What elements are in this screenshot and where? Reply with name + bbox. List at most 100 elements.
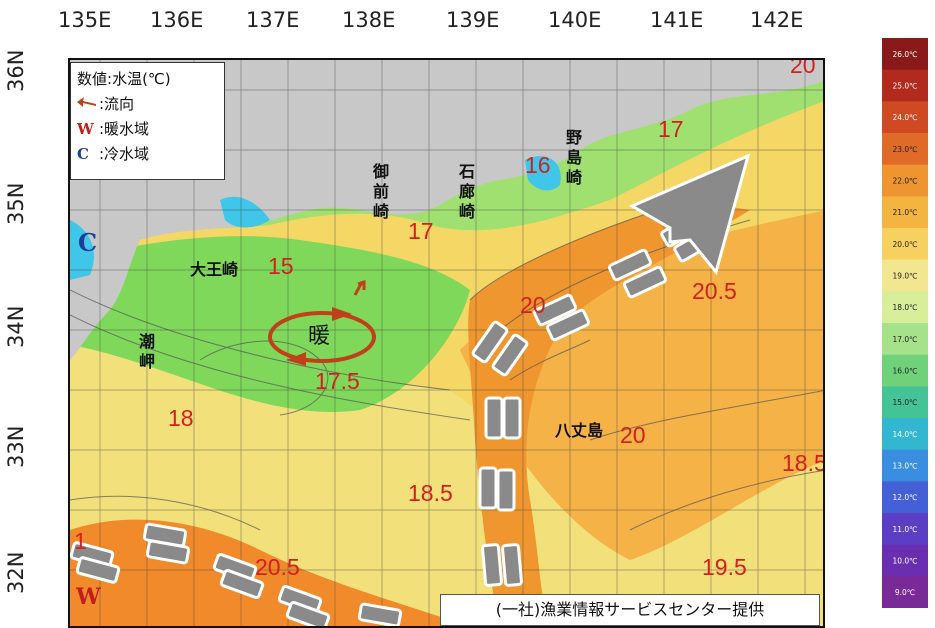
lat-label-32n: 32N (4, 551, 28, 594)
temp-label: 1 (74, 528, 87, 554)
colorbar-label: 22.0℃ (892, 177, 917, 186)
colorbar-label: 15.0℃ (892, 398, 917, 407)
colorbar-label: 11.0℃ (892, 525, 917, 534)
temp-label: 19.5 (702, 554, 747, 580)
temp-label: 15 (268, 253, 294, 279)
legend-symbol-w: W (77, 120, 94, 138)
colorbar-label: 23.0℃ (892, 145, 917, 154)
colorbar-swatch (882, 69, 928, 102)
small-flow-arrow (353, 279, 366, 296)
cold-water-west (70, 220, 94, 280)
colorbar-swatch (882, 323, 928, 356)
lat-label-35n: 35N (4, 182, 28, 225)
colorbar-swatch (882, 228, 928, 261)
land-honshu (70, 60, 823, 360)
colorbar-swatch (882, 418, 928, 451)
colorbar-swatch (882, 449, 928, 482)
temp-label: 20 (520, 292, 546, 318)
temp-label: 20 (790, 58, 816, 78)
lon-label-140e: 140E (548, 8, 602, 32)
colorbar-swatch (882, 291, 928, 324)
temp-label: 20 (620, 422, 646, 448)
colorbar-swatch (882, 164, 928, 197)
place-label-daiosaki: 大王崎 (190, 260, 239, 279)
temp-label: 17 (658, 116, 684, 142)
colorbar-swatch (882, 354, 928, 387)
place-label-hachijojima: 八丈島 (555, 421, 604, 440)
tokyo-bay (525, 156, 561, 191)
colorbar-label: 16.0℃ (892, 367, 917, 376)
temperature-colorbar: 26.0℃ 25.0℃ 24.0℃ 23.0℃ 22.0℃ 21.0℃ 20.0℃ 19.0℃… (882, 38, 928, 608)
legend-text: :暖水域 (99, 120, 150, 138)
colorbar-swatch (882, 481, 928, 514)
temp-label: 18.5 (408, 480, 453, 506)
place-label-shiomisaki: 潮岬 (138, 332, 155, 371)
colorbar-swatch (882, 38, 928, 71)
lon-label-136e: 136E (150, 8, 204, 32)
kuroshio-current-north (468, 200, 750, 626)
temp-label: 18.5 (782, 450, 825, 476)
temp-label: 20.5 (692, 278, 737, 304)
lon-label-135e: 135E (58, 8, 112, 32)
cool-water-bay (70, 236, 470, 412)
colorbar-swatch (882, 544, 928, 577)
place-label-omaezaki: 御前崎 (372, 162, 389, 221)
colorbar-label: 13.0℃ (892, 462, 917, 471)
current-arrow-head (628, 153, 751, 276)
lat-label-33n: 33N (4, 425, 28, 468)
lon-label-141e: 141E (650, 8, 704, 32)
eddy-arrow-bottom (286, 352, 306, 366)
colorbar-swatch (882, 259, 928, 292)
eddy-arrow-top (332, 307, 352, 321)
warm-water-marker: W (76, 584, 101, 610)
credit-box: (一社)漁業情報サービスセンター提供 (440, 594, 820, 626)
colorbar-label: 24.0℃ (892, 113, 917, 122)
colorbar-label: 20.0℃ (892, 240, 917, 249)
colorbar-label: 12.0℃ (892, 493, 917, 502)
colorbar-swatch (882, 101, 928, 134)
legend-text: :水温(℃) (107, 70, 171, 88)
legend-symbol-value: 数値 (77, 70, 108, 88)
colorbar-label: 9.0℃ (895, 588, 915, 597)
colorbar-label: 17.0℃ (892, 335, 917, 344)
legend-symbol-c: C (77, 145, 89, 163)
colorbar-label: 10.0℃ (892, 557, 917, 566)
lat-label-34n: 34N (4, 305, 28, 348)
colorbar-swatch (882, 386, 928, 419)
graticule (70, 60, 823, 626)
temp-label: 17.5 (315, 368, 360, 394)
temp-label: 17 (408, 218, 434, 244)
legend-row-warm: W :暖水域 (77, 117, 218, 142)
cold-water-marker: C (78, 228, 98, 257)
temp-label: 20.5 (255, 554, 300, 580)
legend-row-value: 数値:水温(℃) (77, 67, 218, 92)
legend-text: :流向 (99, 95, 135, 113)
colorbar-swatch (882, 576, 928, 608)
place-label-nojimazaki: 野島崎 (565, 128, 582, 187)
legend-row-flow: :流向 (77, 92, 218, 117)
legend-row-cold: C :冷水域 (77, 142, 218, 167)
colorbar-label: 21.0℃ (892, 208, 917, 217)
sea-temperature-map: 20 17 16 17 15 20 20.5 17.5 18 20 18.5 1… (68, 58, 825, 628)
colorbar-label: 19.0℃ (892, 272, 917, 281)
warm-eddy-ring (268, 311, 376, 363)
colorbar-label: 18.0℃ (892, 303, 917, 312)
colorbar-label: 26.0℃ (892, 50, 917, 59)
colorbar-label: 25.0℃ (892, 82, 917, 91)
warm-eddy-label: 暖 (308, 324, 331, 349)
map-legend: 数値:水温(℃) :流向 W :暖水域 C :冷水域 (70, 62, 225, 180)
place-label-irozaki: 石廊崎 (458, 162, 475, 221)
map-canvas (70, 60, 823, 626)
temp-label: 16 (525, 152, 551, 178)
colorbar-swatch (882, 513, 928, 546)
lon-label-137e: 137E (246, 8, 300, 32)
colorbar-swatch (882, 133, 928, 166)
lat-label-36n: 36N (4, 49, 28, 92)
colorbar-label: 14.0℃ (892, 430, 917, 439)
lon-label-138e: 138E (342, 8, 396, 32)
legend-text: :冷水域 (99, 145, 150, 163)
temp-label: 18 (168, 405, 194, 431)
lon-label-139e: 139E (446, 8, 500, 32)
lon-label-142e: 142E (750, 8, 804, 32)
ise-bay (220, 196, 270, 228)
